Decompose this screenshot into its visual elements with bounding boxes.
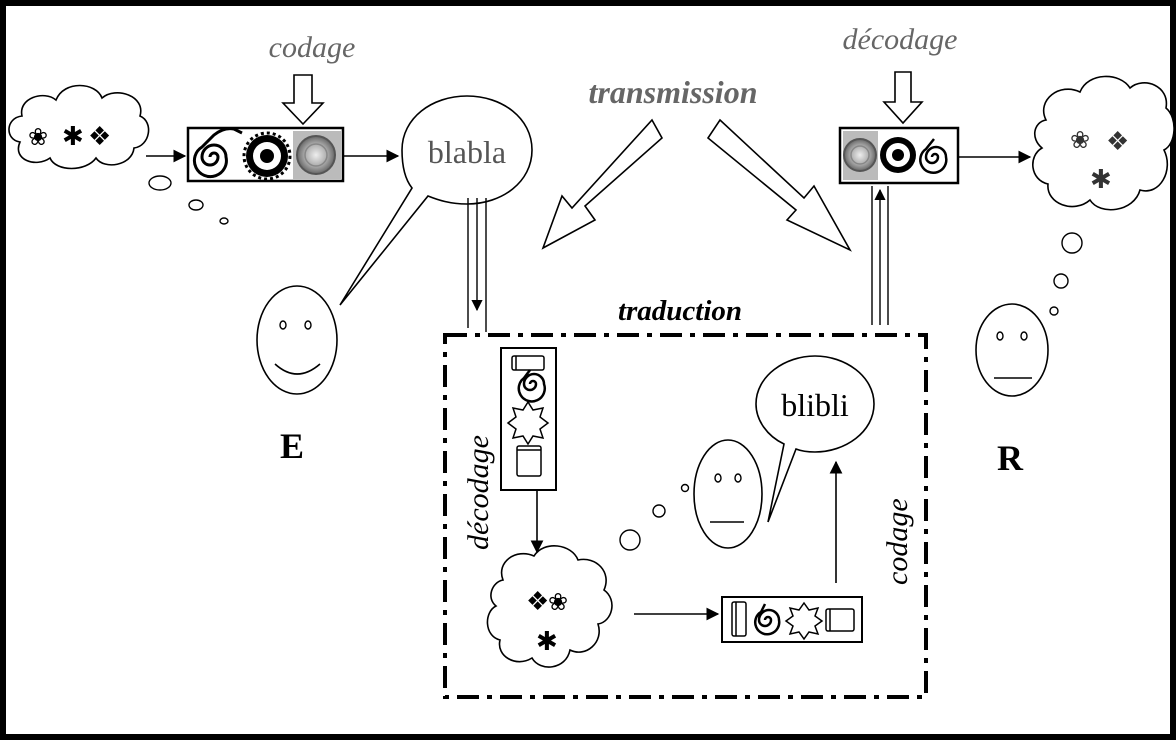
- flower-symbol: ❀: [28, 125, 48, 151]
- receiver-thought-bubbles: [1049, 232, 1083, 316]
- gear-icon: [242, 131, 292, 181]
- emitter-face: [256, 285, 338, 395]
- codage-top-label: codage: [269, 31, 356, 64]
- blabla-text: blabla: [428, 134, 506, 170]
- decodage-down-arrow: [882, 71, 924, 125]
- star-symbol: ✱: [536, 627, 558, 656]
- blibli-text: blibli: [781, 387, 849, 423]
- star-badge-icon: [506, 400, 550, 446]
- star-symbol: ✱: [1090, 165, 1112, 194]
- star-badge-icon: [784, 601, 824, 641]
- horizontal-encoder-box: [721, 596, 863, 643]
- transmission-arrow-right: [706, 118, 852, 252]
- receiver-label: R: [997, 438, 1024, 478]
- scroll-icon: [516, 445, 542, 477]
- translator-thought-cloud: ❖ ❀ ✱: [486, 545, 613, 668]
- receiver-thought-cloud: ❀ ❖ ✱: [1032, 75, 1175, 211]
- mirror-icon: [843, 131, 878, 180]
- traduction-label: traduction: [618, 295, 742, 327]
- transmission-line-down: [467, 198, 487, 332]
- gear-icon: [880, 137, 916, 173]
- transmission-label: transmission: [589, 74, 758, 110]
- decodage-top-label: décodage: [843, 23, 958, 56]
- translation-box: [443, 333, 928, 699]
- flower-symbol: ❀: [1070, 128, 1090, 154]
- blibli-speech-bubble: blibli: [755, 355, 875, 523]
- emitter-label: E: [280, 426, 304, 466]
- spiral-icon: [754, 603, 781, 636]
- spiral-icon: [919, 138, 948, 174]
- transmission-line-up: [871, 186, 889, 325]
- diamond-symbol: ❖: [526, 587, 549, 616]
- receiver-face: [975, 303, 1049, 397]
- scroll-icon: [731, 601, 747, 637]
- star-symbol: ✱: [62, 122, 84, 151]
- blabla-speech-bubble: blabla: [339, 95, 533, 306]
- mirror-icon: [293, 131, 341, 179]
- emitter-thought-bubbles: [148, 175, 229, 225]
- transmission-arrow-left: [541, 118, 664, 250]
- scroll-icon: [511, 355, 545, 371]
- decoder-box: [838, 126, 960, 185]
- spiral-icon: [192, 127, 243, 179]
- diamond-symbol: ❖: [88, 122, 111, 151]
- translator-thought-bubbles: [619, 483, 690, 551]
- decodage-side-label: décodage: [462, 435, 495, 550]
- codage-side-label: codage: [881, 498, 914, 585]
- flower-symbol: ❀: [548, 590, 568, 616]
- spiral-icon: [517, 369, 546, 403]
- codage-down-arrow: [281, 74, 325, 126]
- encoder-box: [186, 126, 345, 183]
- diamond-symbol: ❖: [1106, 127, 1129, 156]
- emitter-thought-cloud: ❀ ✱ ❖: [8, 84, 150, 170]
- vertical-decoder-box: [500, 347, 557, 491]
- scroll-icon: [825, 608, 855, 632]
- translator-face: [693, 439, 763, 549]
